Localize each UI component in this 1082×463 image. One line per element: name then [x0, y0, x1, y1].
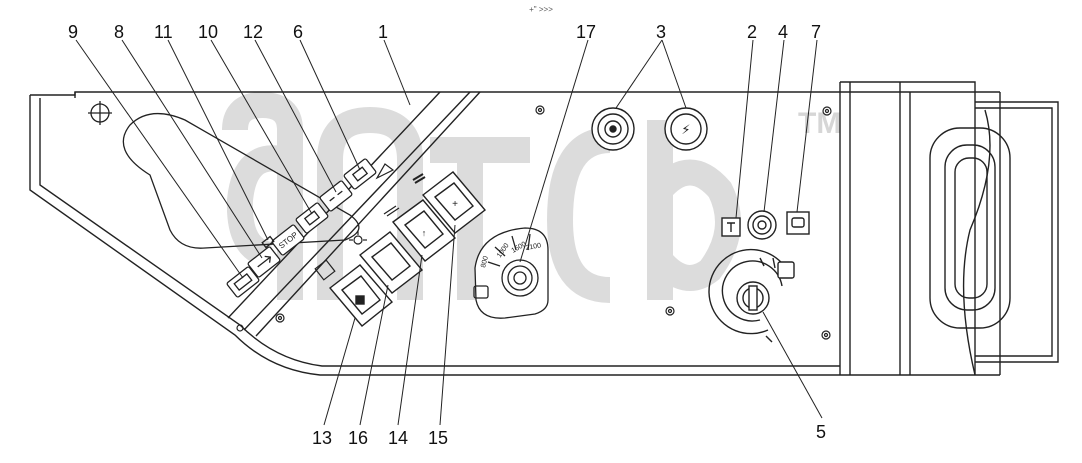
callout-15: 15 [428, 428, 448, 448]
switch-6[interactable] [343, 158, 377, 190]
toggle-2[interactable] [721, 217, 741, 237]
lamp-right: ⚡ [664, 107, 708, 151]
ignition-switch[interactable] [708, 248, 795, 343]
switch-9[interactable] [226, 266, 260, 298]
svg-text:⚡: ⚡ [681, 122, 690, 137]
panel-cutout [122, 113, 360, 249]
switch-10[interactable] [295, 202, 329, 234]
dial-label-2100: 2100 [525, 242, 542, 252]
callout-7: 7 [811, 22, 821, 42]
control-group-right [721, 210, 810, 240]
rocker-14[interactable]: ↑ [391, 199, 457, 262]
speed-dial[interactable]: 800 1000 1500 2100 [473, 227, 549, 319]
indicator-lamps: ⚡ [591, 107, 708, 151]
triangle-icon [375, 163, 395, 180]
header-mark: +" >>> [529, 5, 553, 14]
rocker-switches: ↑ + [328, 171, 487, 327]
switch-8[interactable] [247, 246, 281, 278]
indicator-switch-row: STOP [226, 158, 377, 298]
callout-labels: 9 8 11 10 12 6 1 17 3 2 4 7 13 16 14 15 … [68, 22, 826, 448]
lamp-left [591, 107, 635, 151]
watermark-tm: TM [798, 107, 841, 140]
svg-text:↑: ↑ [422, 228, 427, 238]
dial-label-800: 800 [480, 255, 490, 268]
lamp-icon [349, 231, 367, 245]
fuse-icon [314, 259, 336, 281]
switch-stop[interactable]: STOP [271, 224, 305, 256]
callout-14: 14 [388, 428, 408, 448]
callout-10: 10 [198, 22, 218, 42]
watermark-shapes [222, 91, 741, 303]
callout-2: 2 [747, 22, 757, 42]
callout-17: 17 [576, 22, 596, 42]
callout-11: 11 [154, 22, 173, 42]
mounting-mark [88, 101, 112, 125]
screws [236, 105, 832, 340]
callout-8: 8 [114, 22, 124, 42]
callout-9: 9 [68, 22, 78, 42]
callout-13: 13 [312, 428, 332, 448]
right-handle [929, 109, 1011, 376]
heater-icon [383, 205, 400, 217]
rocker-16[interactable] [358, 231, 424, 294]
leader-lines [75, 39, 823, 426]
callout-3: 3 [656, 22, 666, 42]
switch-12[interactable] [319, 180, 353, 212]
callout-12: 12 [243, 22, 263, 42]
rocker-13[interactable] [328, 264, 394, 327]
panel-body [29, 81, 1059, 376]
callout-1: 1 [378, 22, 388, 42]
callout-6: 6 [293, 22, 303, 42]
rocker-15[interactable]: + [421, 171, 487, 234]
svg-text:+: + [452, 199, 458, 210]
switch-icons [314, 163, 426, 281]
switch-11[interactable] [261, 235, 275, 249]
callout-16: 16 [348, 428, 368, 448]
callout-4: 4 [778, 22, 788, 42]
socket-7[interactable] [786, 211, 810, 235]
callout-5: 5 [816, 422, 826, 442]
knob-4[interactable] [747, 210, 777, 240]
fan-icon [412, 173, 426, 184]
